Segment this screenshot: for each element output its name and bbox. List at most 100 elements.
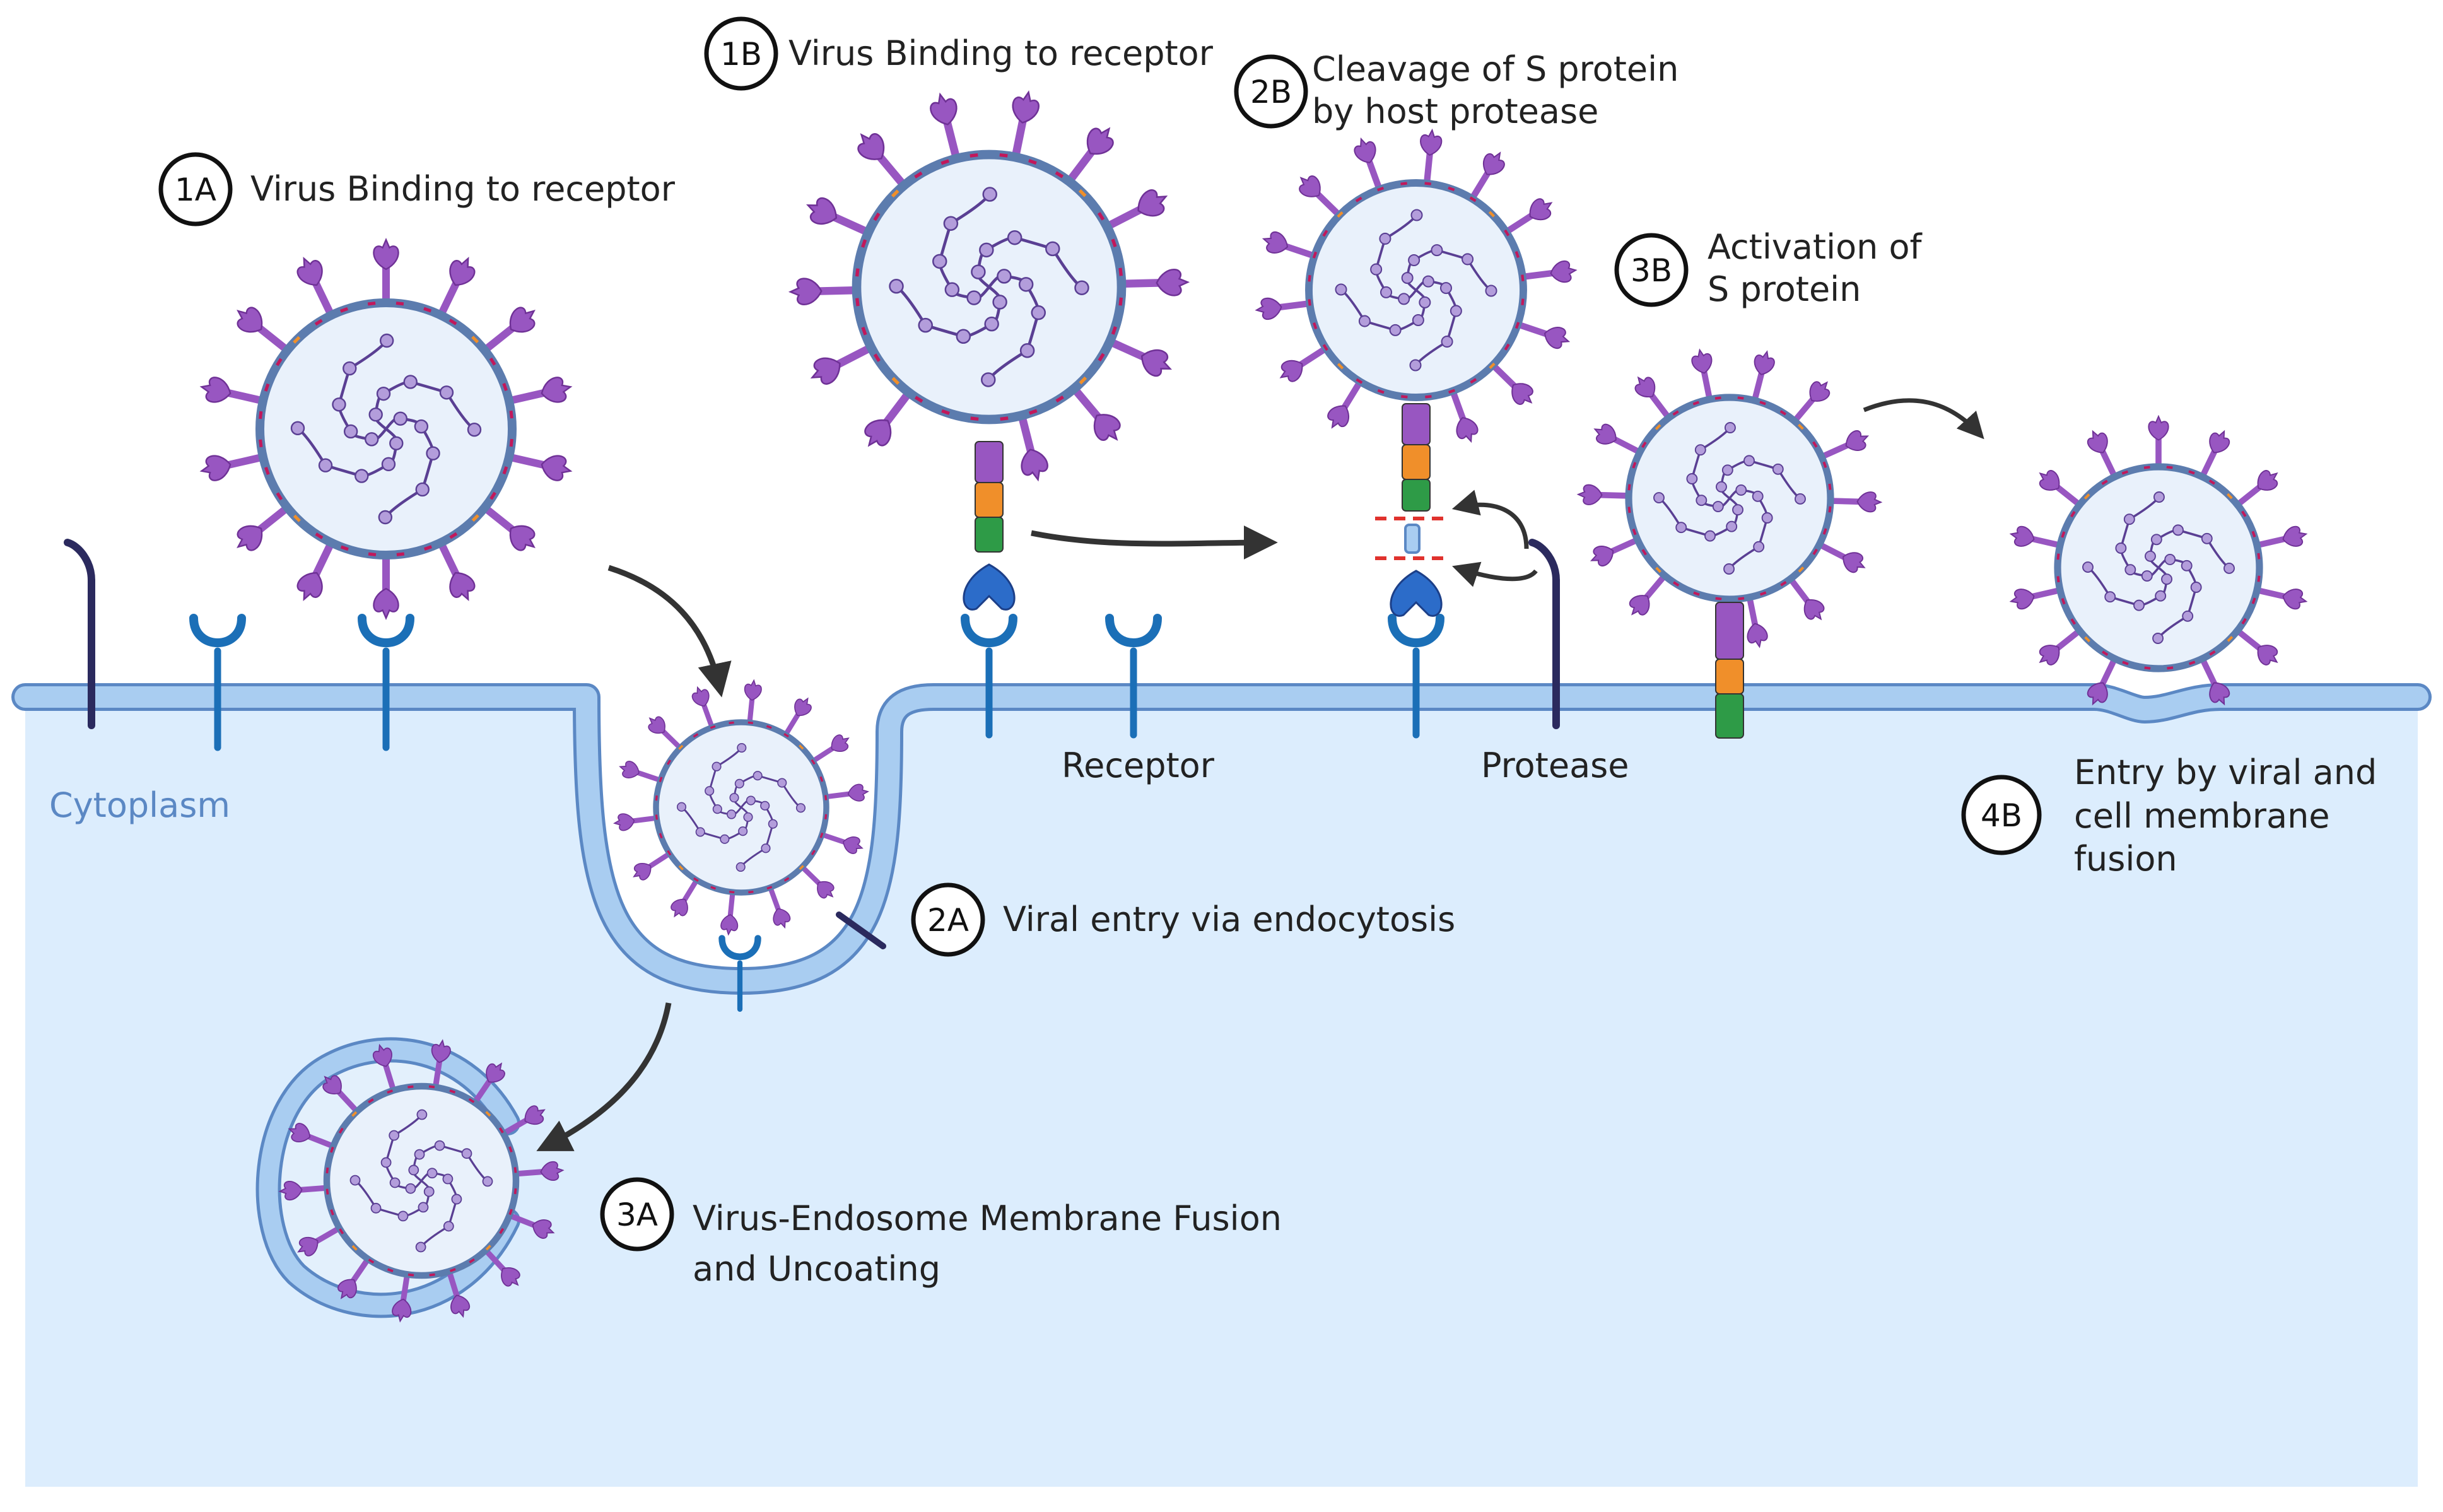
virus-3a-spike <box>446 1268 471 1318</box>
step-4b-badge: 4B <box>1981 797 2022 834</box>
virus-4b-spike <box>2009 525 2063 549</box>
virus-2a-spike <box>823 783 869 802</box>
protease-1 <box>64 539 95 729</box>
virus-4b-spike <box>2148 414 2169 470</box>
receptor-3 <box>961 614 1017 739</box>
receptor-label: Receptor <box>1062 746 1215 785</box>
virus-2a-spike <box>810 734 850 764</box>
virus-4b-spike <box>2234 627 2278 665</box>
virus-1a-spike <box>436 256 476 319</box>
arrow-1a-to-2a <box>607 565 732 698</box>
virus-1a-spike <box>237 307 291 355</box>
virus-1a <box>199 237 573 621</box>
step-2b-caption-line2: by host protease <box>1312 91 1598 131</box>
virus-3b-spike <box>1590 536 1641 566</box>
step-4b-caption-line3: fusion <box>2074 839 2177 879</box>
step-2b-badge: 2B <box>1250 74 1292 110</box>
virus-2b-spike <box>1327 378 1364 429</box>
virus-1b-spike <box>1017 411 1048 482</box>
virus-2b-spike <box>1468 151 1505 202</box>
step-3a-caption-line2: and Uncoating <box>693 1249 940 1289</box>
virus-1a-spike <box>199 377 267 405</box>
virus-3a-spike <box>431 1039 451 1091</box>
virus-3b-spike <box>1629 572 1668 616</box>
virus-3a-spike <box>337 1256 371 1299</box>
arrow-2a-to-3a <box>536 1002 672 1151</box>
virus-2a-spike <box>619 761 664 783</box>
step-1b-caption: Virus Binding to receptor <box>788 33 1214 73</box>
virus-3b-spike <box>1816 541 1866 573</box>
virus-1a-spike <box>373 237 399 307</box>
virus-2b-spike <box>1299 175 1343 219</box>
virus-2a-spike <box>768 884 791 929</box>
virus-1b-spike <box>930 92 961 163</box>
virus-2b-spike <box>1519 260 1578 283</box>
stalk-1b <box>963 441 1016 611</box>
receptor-5 <box>1388 614 1444 739</box>
arrow-protease-cleave-upper <box>1451 489 1529 549</box>
step-1a-caption: Virus Binding to receptor <box>250 169 676 209</box>
virus-1b-spike <box>788 278 861 305</box>
virus-3b-spike <box>1691 348 1713 402</box>
virus-3a-spike <box>288 1123 336 1149</box>
protease-group <box>64 539 1560 949</box>
virus-4b-spike <box>2087 655 2118 706</box>
virus-2b-spike <box>1489 361 1533 405</box>
virus-2b-spike <box>1354 137 1383 193</box>
virus-2b-spike <box>1514 321 1571 349</box>
protease-2 <box>1528 539 1560 729</box>
receptor-6 <box>718 935 761 1012</box>
virus-1b-spike <box>1065 127 1114 185</box>
step-1a: 1A Virus Binding to receptor <box>158 152 676 226</box>
virus-4b <box>2009 414 2308 706</box>
step-2a: 2A Viral entry via endocytosis <box>911 882 1455 957</box>
step-3b-badge: 3B <box>1631 252 1672 289</box>
step-4b: 4B Entry by viral and cell membrane fusi… <box>1961 753 2377 879</box>
cell-membrane <box>11 683 2432 995</box>
protease-label: Protease <box>1481 746 1629 785</box>
step-4b-caption-line2: cell membrane <box>2074 796 2330 836</box>
virus-2b-spike <box>1279 345 1330 382</box>
virus-3a-spike <box>500 1105 546 1137</box>
virus-1b-spike <box>806 197 872 237</box>
virus-3a-spike <box>472 1062 505 1106</box>
virus-3a-spike <box>372 1043 397 1094</box>
virus-2b-spike <box>1262 231 1318 259</box>
step-2a-badge: 2A <box>927 902 969 939</box>
virus-1b-spike <box>810 343 876 385</box>
virus-2a-spike <box>671 877 700 918</box>
virus-1a-spike <box>237 503 291 551</box>
receptor-4 <box>1105 614 1162 739</box>
virus-3b-rna <box>1653 422 1806 575</box>
virus-1a-spike <box>296 539 336 602</box>
virus-1a-spike <box>296 256 336 319</box>
virus-1b-spike <box>1070 384 1121 441</box>
virus-4b-spike <box>2009 587 2063 610</box>
virus-3a <box>278 1039 565 1323</box>
step-2a-caption: Viral entry via endocytosis <box>1003 900 1455 939</box>
virus-2a-spike <box>783 697 812 737</box>
stalk-3b <box>1715 602 1744 739</box>
receptor-2 <box>358 614 414 751</box>
virus-1b-spike <box>857 133 908 190</box>
arrow-3b-to-4b <box>1863 398 1984 440</box>
virus-4b-spike <box>2039 470 2083 508</box>
virus-1a-spike <box>505 377 573 405</box>
virus-2b-spike <box>1450 387 1479 443</box>
receptor-1 <box>189 614 246 751</box>
cytoplasm-region <box>25 697 2418 1487</box>
virus-3a-spike <box>507 1212 555 1239</box>
virus-group <box>199 90 2308 1323</box>
virus-4b-spike <box>2234 470 2278 508</box>
arrow-1b-to-2b <box>1031 525 1278 560</box>
virus-2b-spike <box>1420 128 1443 187</box>
virus-3b-spike <box>1751 350 1775 404</box>
virus-3b <box>1576 348 1883 648</box>
virus-4b-spike <box>2254 587 2308 610</box>
virus-2a-rna <box>676 742 806 872</box>
protease-3 <box>836 911 886 949</box>
step-4b-caption-line1: Entry by viral and <box>2074 753 2377 792</box>
virus-1b-rna <box>889 187 1089 387</box>
virus-1a-spike <box>481 503 536 551</box>
virus-3a-spike <box>297 1225 343 1257</box>
